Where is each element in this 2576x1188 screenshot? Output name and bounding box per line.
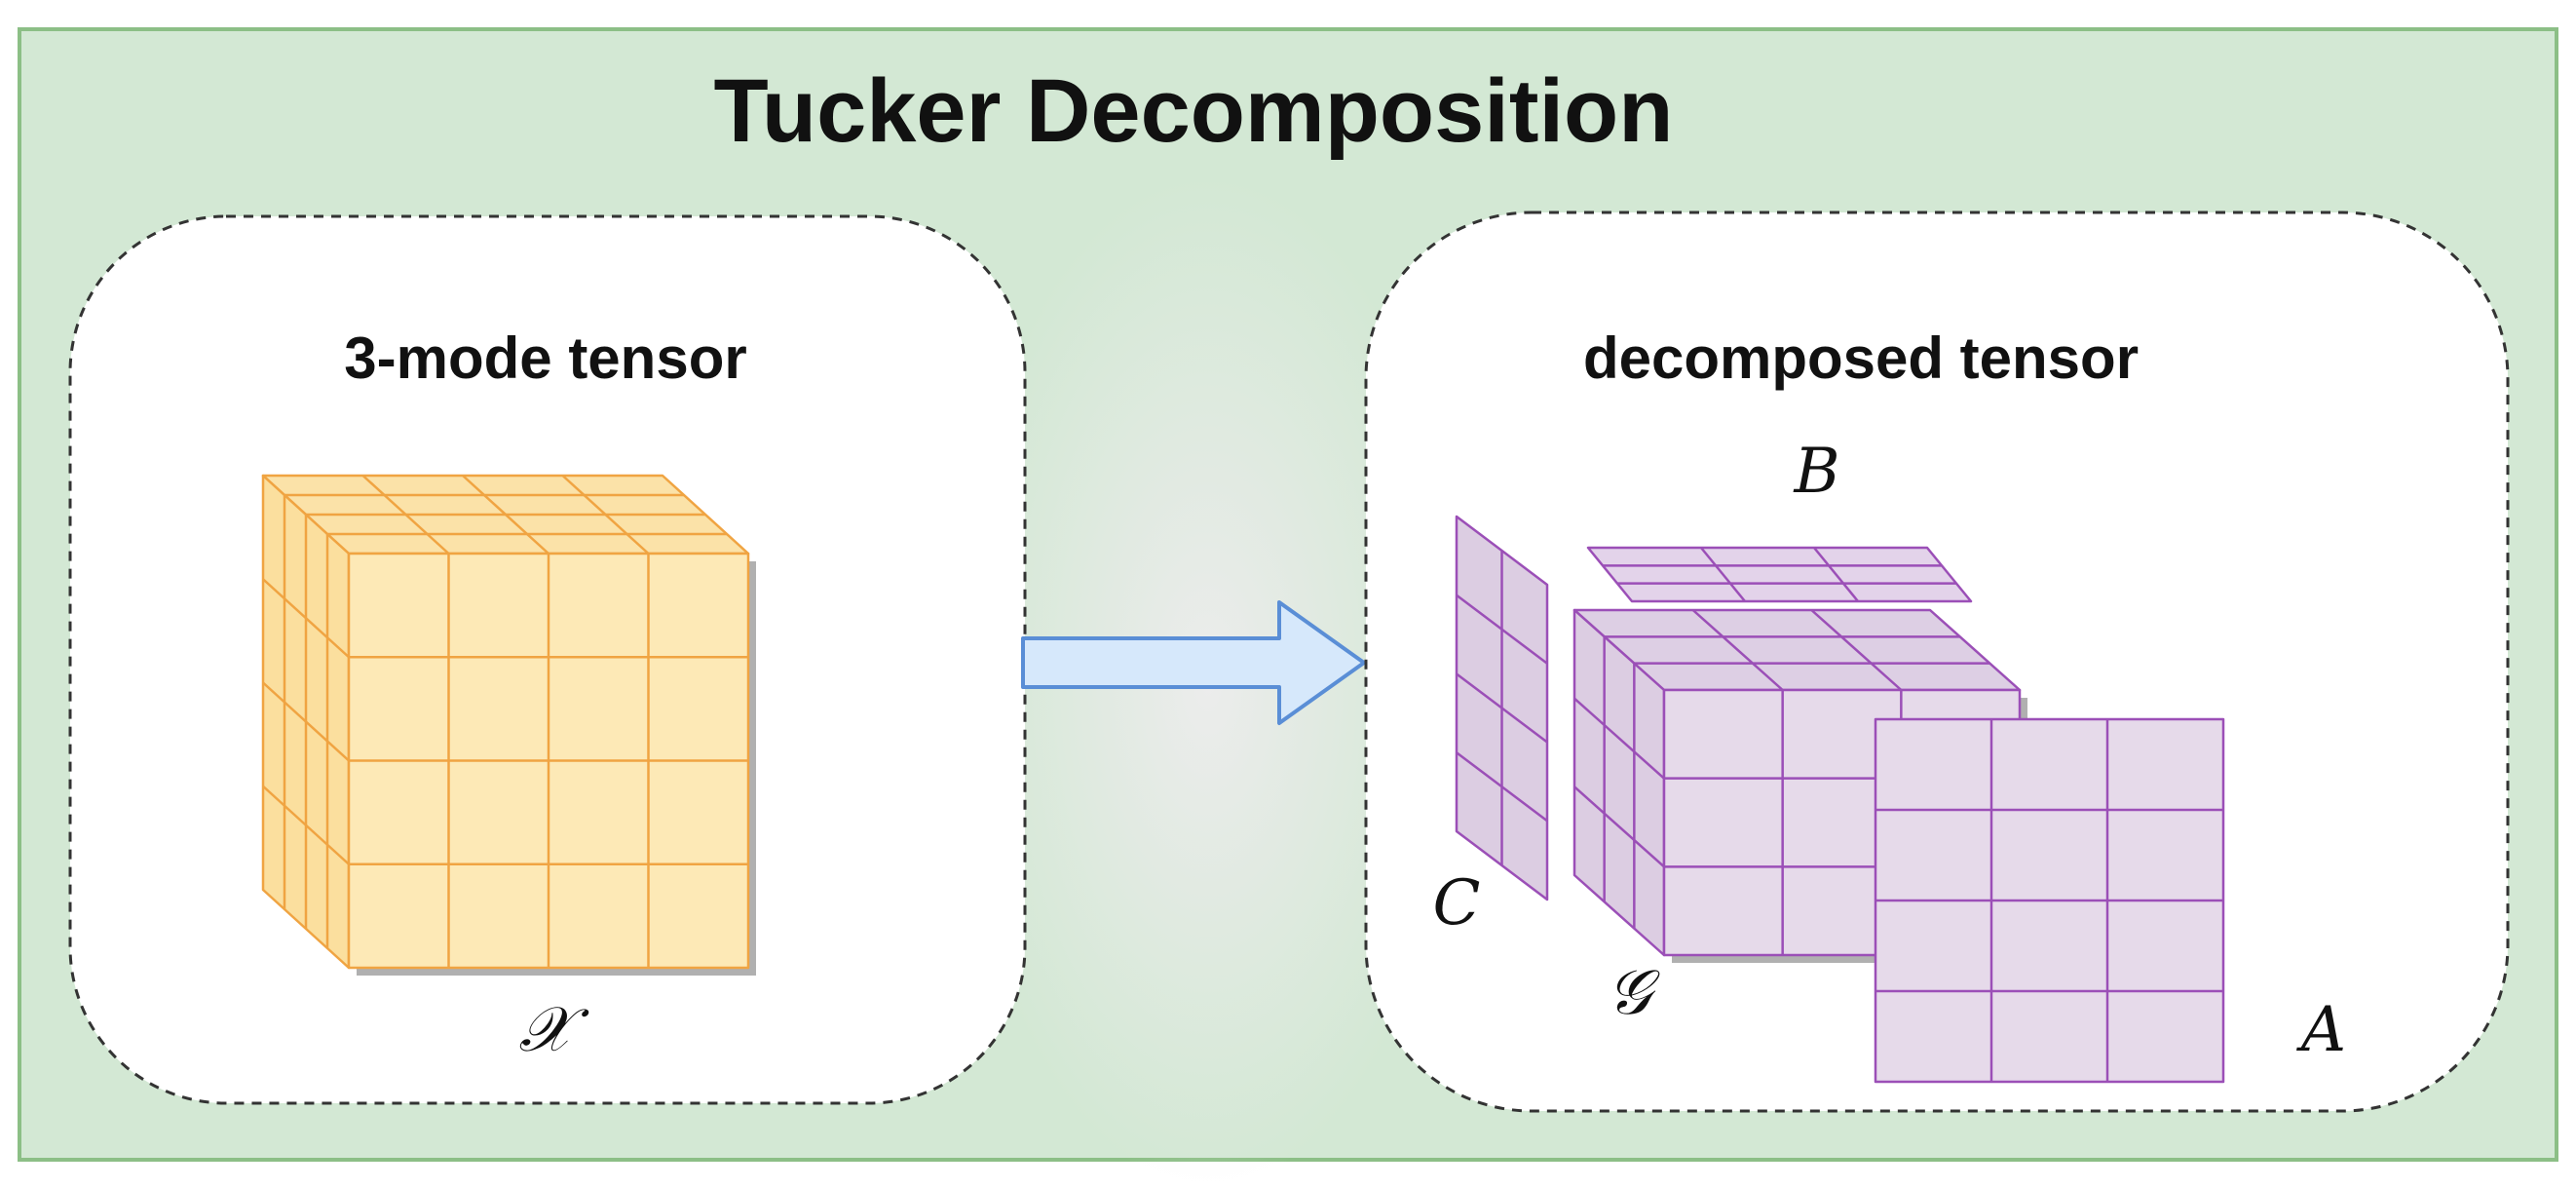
left-panel-heading: 3-mode tensor	[344, 326, 746, 391]
factor-b-grid-line	[1700, 547, 1746, 602]
tensor-x-side-face-grid-line	[262, 681, 350, 762]
factor-c-grid-line	[1456, 672, 1548, 744]
tensor-x-side-face-grid-line	[262, 785, 350, 865]
tensor-x-cube	[261, 474, 756, 976]
tensor-x-side-face-grid-line	[262, 578, 350, 659]
core-g-side-face-grid-line	[1573, 697, 1665, 780]
factor-c-label: C	[1433, 867, 1481, 939]
factor-c-matrix	[1455, 515, 1549, 901]
factor-b-grid-line	[1813, 547, 1859, 602]
factor-b	[1586, 546, 1973, 603]
core-g-top-face-grid-line	[1691, 609, 1784, 691]
factor-b-label: B	[1793, 436, 1839, 508]
transform-arrow	[1021, 600, 1366, 725]
right-panel-heading: decomposed tensor	[1583, 326, 2139, 391]
factor-a-label: A	[2296, 994, 2346, 1066]
factor-c-grid-line	[1456, 751, 1548, 823]
factor-c-grid-line	[1456, 594, 1548, 665]
diagram-title: Tucker Decomposition	[714, 61, 1674, 161]
factor-b-matrix	[1586, 546, 1973, 603]
core-g-side-face-grid-line	[1573, 786, 1665, 868]
core-g-top-face-grid-line	[1810, 609, 1903, 691]
factor-a-matrix	[1874, 717, 2225, 1084]
